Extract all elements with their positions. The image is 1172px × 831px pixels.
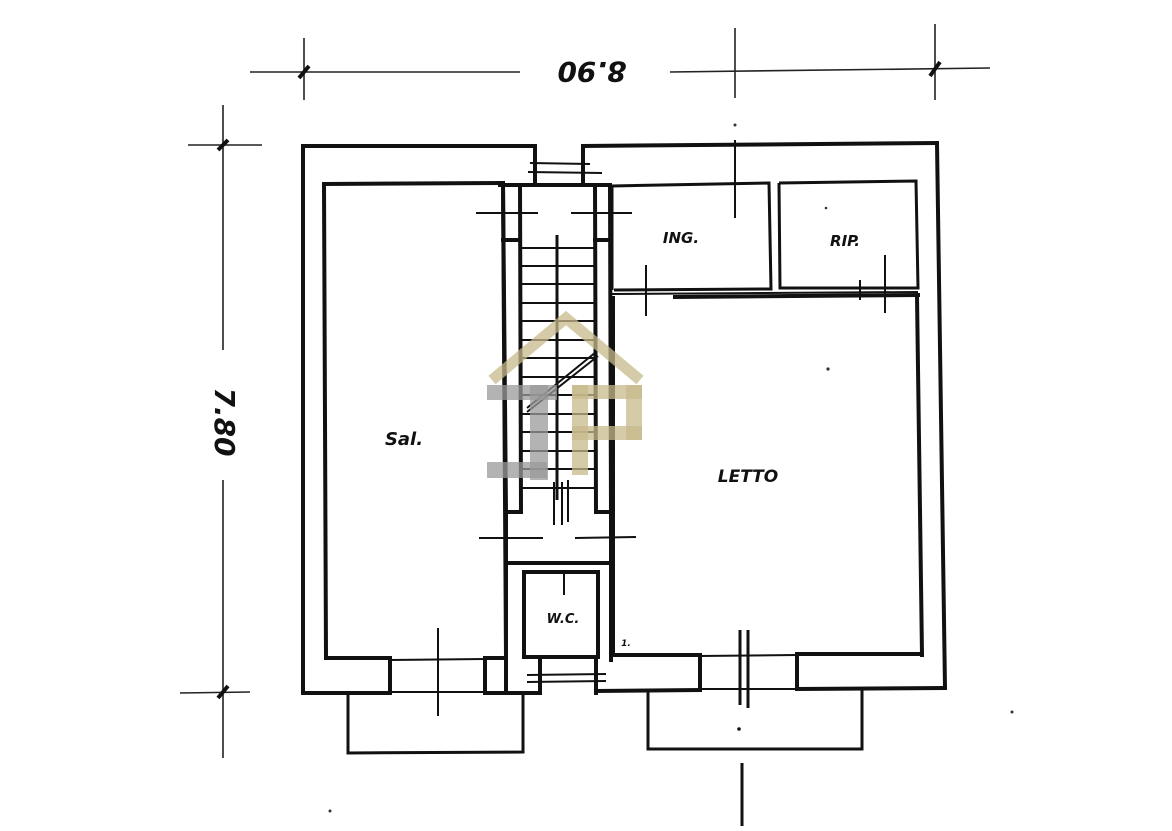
balcony-left xyxy=(346,693,525,755)
small-annotation: 1. xyxy=(621,639,631,649)
balcony-right xyxy=(646,690,864,826)
room-label-letto: LETTO xyxy=(718,467,778,487)
room-letto-walls xyxy=(611,293,925,708)
jp-watermark-logo xyxy=(487,310,644,480)
room-label-ing: ING. xyxy=(663,229,699,247)
room-label-wc: W.C. xyxy=(547,612,580,627)
dimension-height-label: 7.80 xyxy=(208,387,241,456)
room-ing-walls xyxy=(610,140,773,316)
room-wc-walls xyxy=(522,570,607,695)
dimension-vertical xyxy=(179,105,262,758)
dimension-width-label: 8.90 xyxy=(557,55,626,88)
dimension-horizontal xyxy=(250,24,991,100)
room-label-rip: RIP. xyxy=(830,232,860,250)
room-label-sal: Sal. xyxy=(385,429,423,450)
exterior-walls xyxy=(301,140,948,695)
drawing-specks xyxy=(328,123,1014,813)
